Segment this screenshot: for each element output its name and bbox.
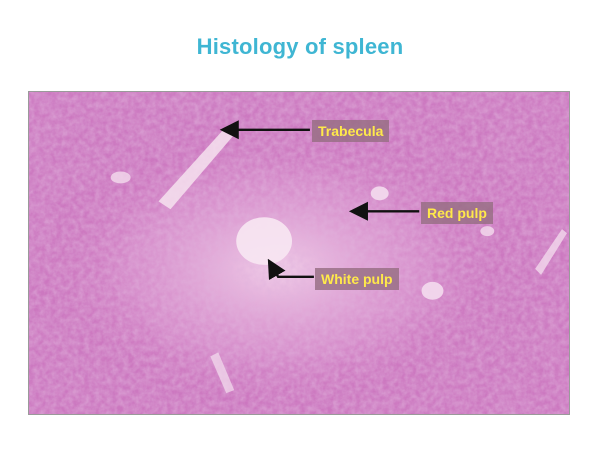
spleen-micrograph: [29, 92, 569, 414]
white-pulp-region: [236, 217, 293, 265]
trabecula-structure: [210, 352, 235, 394]
page-title: Histology of spleen: [196, 34, 404, 59]
trabecula-structure: [535, 229, 568, 275]
red-pulp-label: Red pulp: [421, 202, 493, 224]
vessel: [480, 226, 495, 237]
micrograph-frame: Trabecula Red pulp White pulp: [28, 91, 570, 415]
tissue-texture: [29, 92, 569, 414]
vessel: [421, 281, 444, 300]
vessel: [110, 171, 131, 184]
vessel: [370, 186, 389, 201]
white-pulp-label: White pulp: [315, 268, 399, 290]
trabecula-label: Trabecula: [312, 120, 390, 142]
trabecula-structure: [158, 129, 234, 210]
